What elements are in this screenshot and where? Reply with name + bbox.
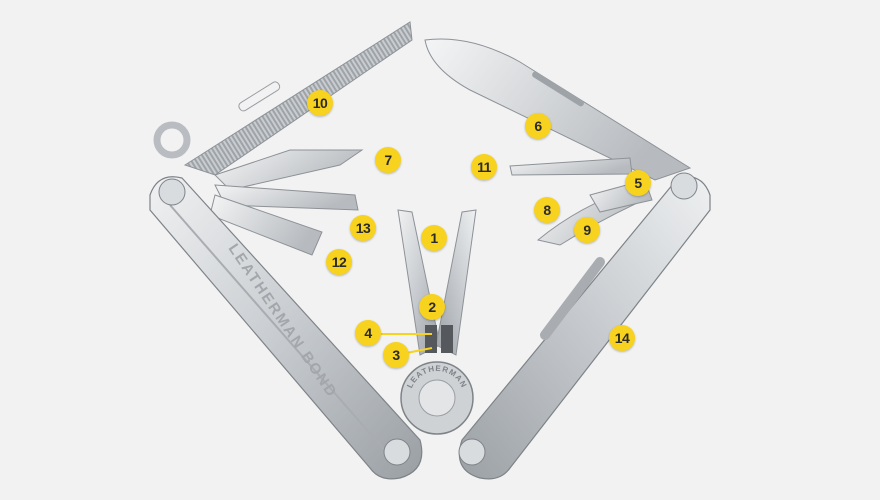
- callout-3[interactable]: 3: [383, 342, 409, 368]
- lanyard-ring: [153, 121, 191, 159]
- callout-5[interactable]: 5: [625, 170, 651, 196]
- callout-7[interactable]: 7: [375, 147, 401, 173]
- callout-2[interactable]: 2: [419, 294, 445, 320]
- callout-8[interactable]: 8: [534, 197, 560, 223]
- callout-9[interactable]: 9: [574, 217, 600, 243]
- right-handle: [458, 172, 711, 480]
- callout-13[interactable]: 13: [350, 215, 376, 241]
- callout-12[interactable]: 12: [326, 249, 352, 275]
- handle-engraving: LEATHERMAN BOND: [225, 241, 341, 402]
- pliers-pivot: LEATHERMAN: [400, 361, 474, 435]
- callout-1[interactable]: 1: [421, 225, 447, 251]
- callout-6[interactable]: 6: [525, 113, 551, 139]
- callout-11[interactable]: 11: [471, 154, 497, 180]
- file-tool: [183, 21, 413, 176]
- callout-14[interactable]: 14: [609, 325, 635, 351]
- knife-blade: [424, 38, 692, 181]
- callout-10[interactable]: 10: [307, 90, 333, 116]
- callout-4[interactable]: 4: [355, 320, 381, 346]
- left-blades: [209, 149, 364, 256]
